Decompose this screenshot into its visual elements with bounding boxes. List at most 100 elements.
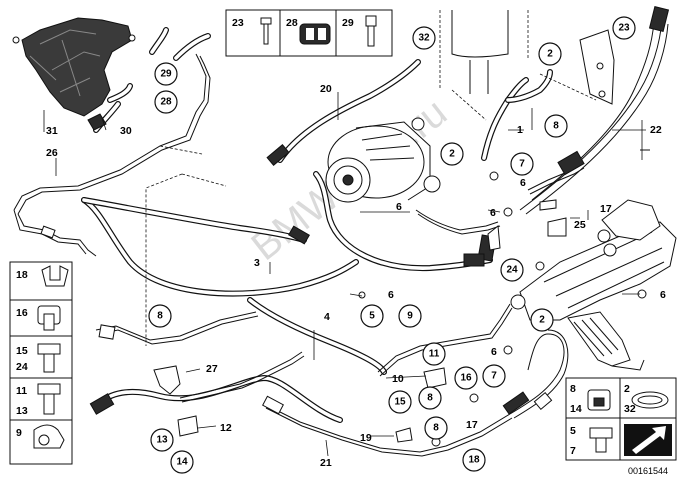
svg-text:32: 32 — [418, 33, 430, 44]
clip-icon — [41, 265, 69, 287]
svg-text:13: 13 — [156, 435, 168, 446]
part-label-17: 17 — [600, 203, 612, 215]
callout-8: 8 — [418, 386, 442, 410]
part-label-12: 12 — [220, 422, 232, 434]
callout-23: 23 — [612, 16, 636, 40]
svg-text:9: 9 — [407, 311, 413, 322]
svg-text:7: 7 — [519, 159, 525, 170]
part-label-6: 6 — [520, 177, 526, 189]
left-parts-legend: 18 16 15 24 11 13 9 — [9, 261, 73, 465]
callout-2: 2 — [530, 308, 554, 332]
svg-text:8: 8 — [157, 311, 163, 322]
bolt-icon — [37, 383, 61, 415]
svg-text:24: 24 — [506, 265, 518, 276]
legend-label-15: 15 — [16, 345, 28, 357]
part-label-21: 21 — [320, 457, 332, 469]
direction-arrow-icon — [624, 424, 672, 456]
legend-label-16: 16 — [16, 307, 28, 319]
part-label-26: 26 — [46, 147, 58, 159]
callout-16: 16 — [454, 366, 478, 390]
part-label-19: 19 — [360, 432, 372, 444]
part-label-6: 6 — [490, 207, 496, 219]
legend-label-13: 13 — [16, 405, 28, 417]
svg-text:8: 8 — [433, 423, 439, 434]
part-label-6: 6 — [396, 201, 402, 213]
part-label-6: 6 — [491, 346, 497, 358]
part-label-4: 4 — [324, 311, 330, 323]
hose-clamp-icon — [631, 391, 669, 409]
legend-label-14: 14 — [570, 403, 582, 415]
grommet-icon — [299, 23, 331, 45]
legend-label-7: 7 — [570, 445, 576, 457]
callout-28: 28 — [154, 90, 178, 114]
callout-9: 9 — [398, 304, 422, 328]
svg-text:18: 18 — [468, 455, 480, 466]
callout-5: 5 — [360, 304, 384, 328]
part-label-30: 30 — [120, 125, 132, 137]
callout-7: 7 — [482, 364, 506, 388]
part-label-31: 31 — [46, 125, 58, 137]
part-label-27: 27 — [206, 363, 218, 375]
part-label-17: 17 — [466, 419, 478, 431]
callout-2: 2 — [440, 142, 464, 166]
callout-24: 24 — [500, 258, 524, 282]
svg-text:2: 2 — [449, 149, 455, 160]
svg-text:14: 14 — [176, 457, 188, 468]
svg-text:2: 2 — [539, 315, 545, 326]
legend-label-18: 18 — [16, 269, 28, 281]
hose-clamp-icon — [33, 424, 65, 449]
callout-15: 15 — [388, 390, 412, 414]
callout-8: 8 — [544, 114, 568, 138]
legend-label-24: 24 — [16, 361, 28, 373]
callout-2: 2 — [538, 42, 562, 66]
hollow-bolt-icon — [37, 305, 61, 331]
part-label-6: 6 — [388, 289, 394, 301]
svg-text:15: 15 — [394, 397, 406, 408]
stud-icon — [365, 15, 377, 47]
legend-label-9: 9 — [16, 427, 22, 439]
callout-32: 32 — [412, 26, 436, 50]
callout-29: 29 — [154, 62, 178, 86]
svg-text:8: 8 — [427, 393, 433, 404]
top-parts-legend: 23 28 29 — [225, 9, 393, 57]
legend-label-32: 32 — [624, 403, 636, 415]
right-parts-legend: 8 14 2 32 5 7 — [565, 377, 677, 461]
screw-plug-icon — [589, 427, 613, 453]
svg-text:29: 29 — [160, 69, 172, 80]
callout-11: 11 — [422, 342, 446, 366]
callout-8: 8 — [424, 416, 448, 440]
svg-text:28: 28 — [160, 97, 172, 108]
legend-label-28: 28 — [286, 17, 298, 29]
legend-label-8: 8 — [570, 383, 576, 395]
svg-text:2: 2 — [547, 49, 553, 60]
svg-text:23: 23 — [618, 23, 630, 34]
part-label-6: 6 — [660, 289, 666, 301]
svg-text:5: 5 — [369, 311, 375, 322]
svg-text:7: 7 — [491, 371, 497, 382]
bolt-icon — [37, 343, 61, 373]
callout-18: 18 — [462, 448, 486, 472]
part-label-3: 3 — [254, 257, 260, 269]
legend-label-5: 5 — [570, 425, 576, 437]
svg-text:16: 16 — [460, 373, 472, 384]
legend-label-2: 2 — [624, 383, 630, 395]
part-label-25: 25 — [574, 219, 586, 231]
seal-ring-icon — [587, 389, 611, 411]
part-label-1: 1 — [517, 124, 523, 136]
callout-8: 8 — [148, 304, 172, 328]
heat-shield — [12, 17, 136, 117]
bolt-icon — [260, 17, 272, 45]
callout-14: 14 — [170, 450, 194, 474]
part-label-10: 10 — [392, 373, 404, 385]
legend-label-23: 23 — [232, 17, 244, 29]
power-steering-pump — [325, 117, 431, 203]
steering-rack — [510, 199, 677, 371]
svg-text:11: 11 — [429, 349, 440, 360]
legend-label-29: 29 — [342, 17, 354, 29]
part-label-20: 20 — [320, 83, 332, 95]
legend-label-11: 11 — [16, 385, 27, 397]
svg-text:8: 8 — [553, 121, 559, 132]
callout-7: 7 — [510, 152, 534, 176]
diagram-id: 00161544 — [628, 466, 668, 476]
